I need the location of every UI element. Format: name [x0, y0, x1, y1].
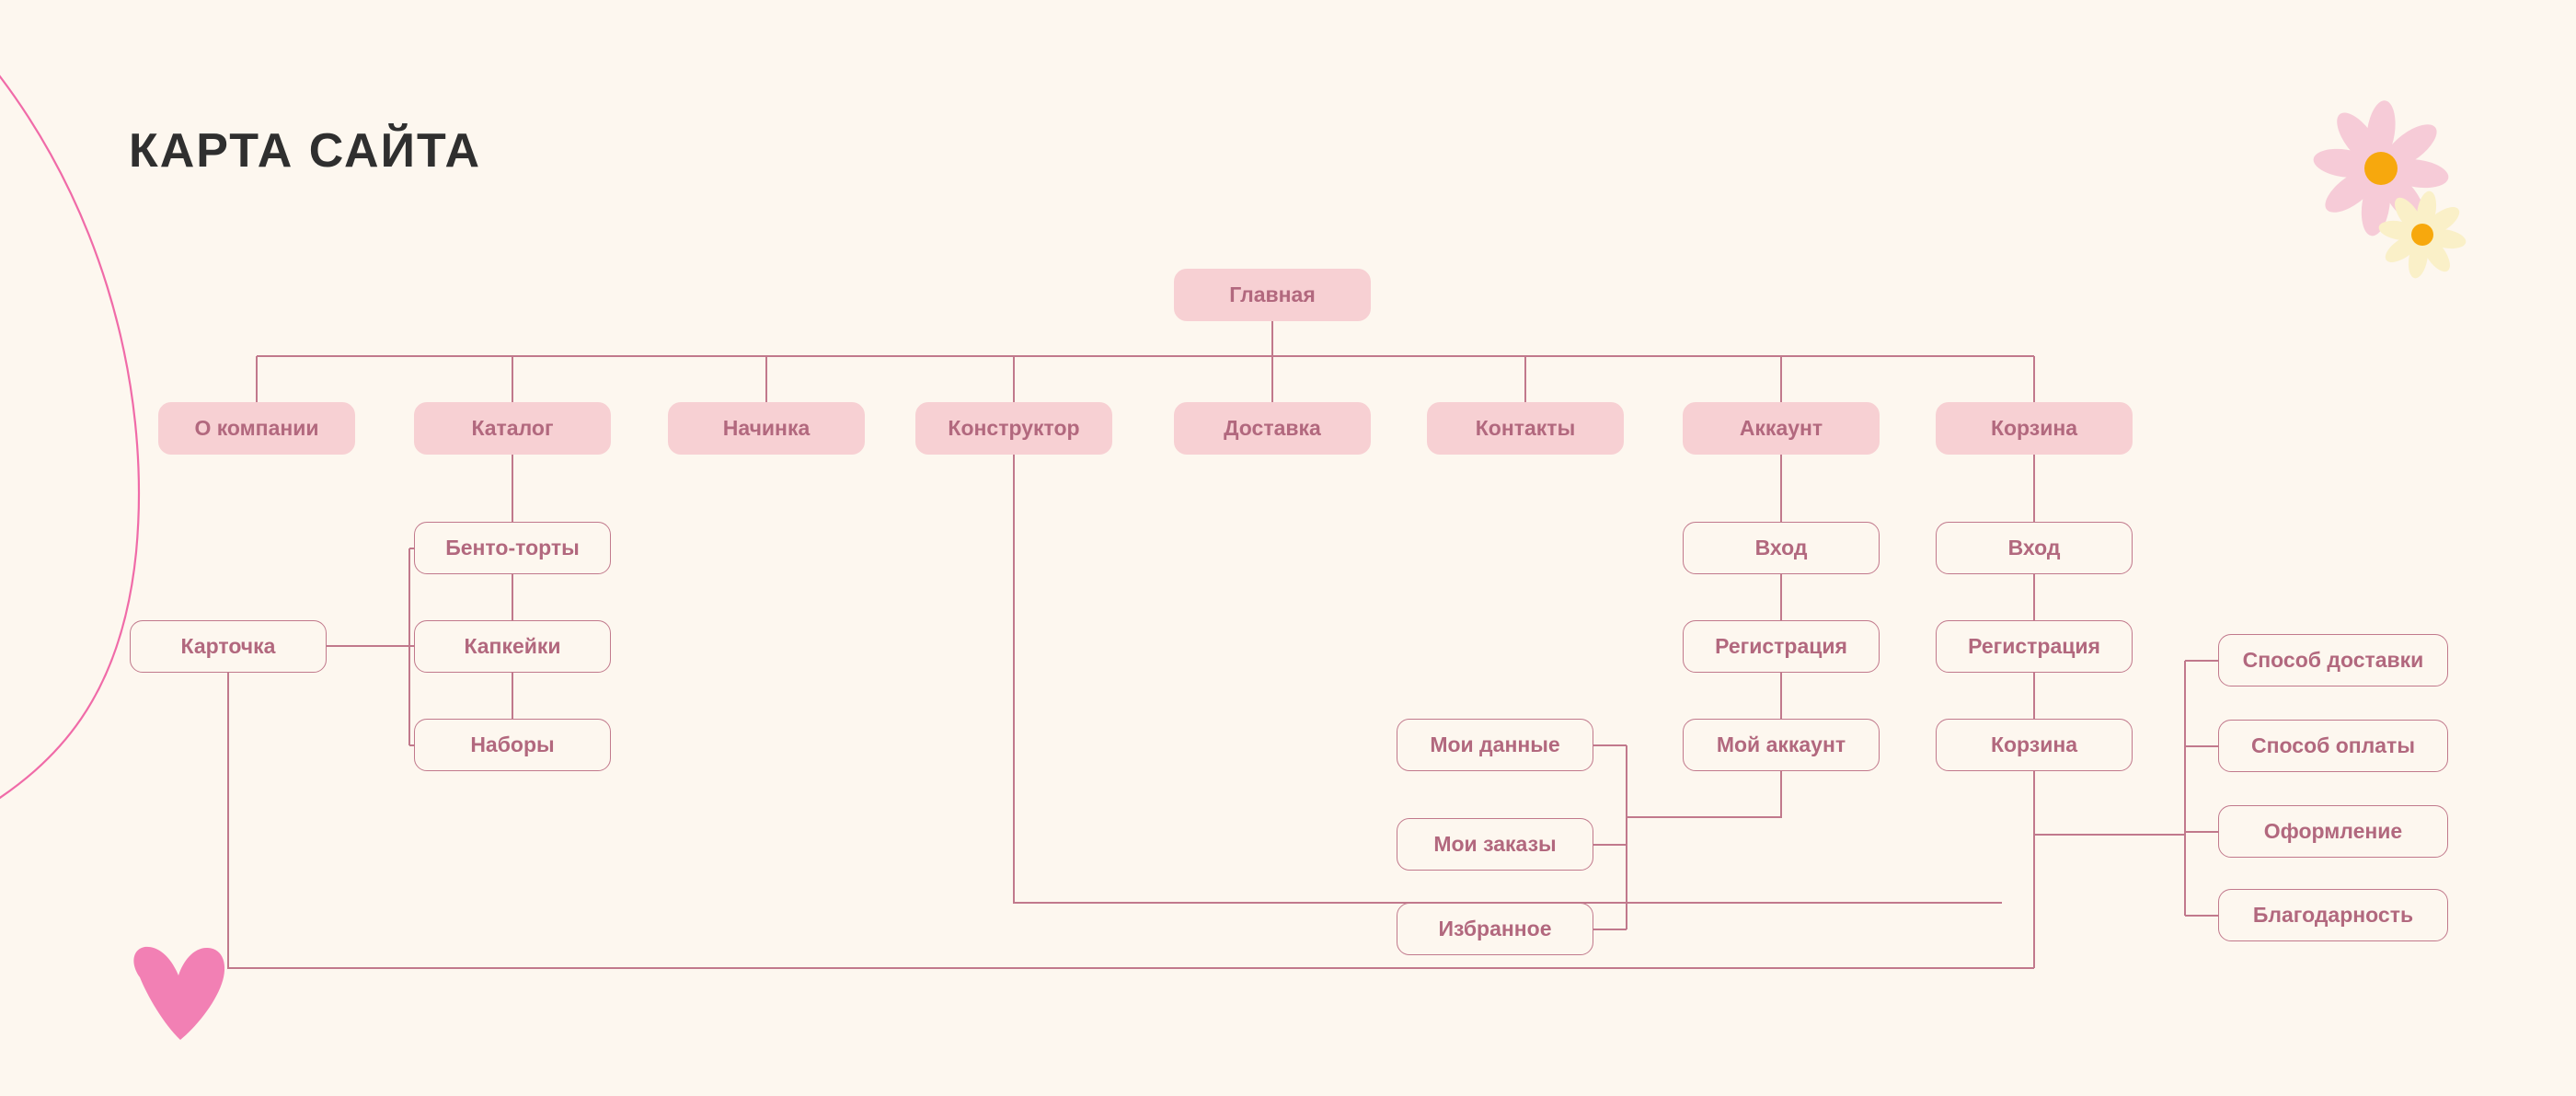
- heart-doodle: [133, 946, 225, 1040]
- node-cupcakes[interactable]: Капкейки: [414, 620, 611, 673]
- node-my-data[interactable]: Мои данные: [1397, 719, 1593, 771]
- node-bento[interactable]: Бенто-торты: [414, 522, 611, 574]
- node-my-orders[interactable]: Мои заказы: [1397, 818, 1593, 871]
- node-delivery-method[interactable]: Способ доставки: [2218, 634, 2448, 686]
- node-constructor[interactable]: Конструктор: [915, 402, 1112, 455]
- node-contacts[interactable]: Контакты: [1427, 402, 1624, 455]
- node-cart-signup[interactable]: Регистрация: [1936, 620, 2133, 673]
- node-account[interactable]: Аккаунт: [1683, 402, 1880, 455]
- daisy-cream: [2378, 190, 2467, 279]
- node-home[interactable]: Главная: [1174, 269, 1371, 321]
- node-product-card[interactable]: Карточка: [130, 620, 327, 673]
- node-account-login[interactable]: Вход: [1683, 522, 1880, 574]
- node-cart-login[interactable]: Вход: [1936, 522, 2133, 574]
- left-swoosh-curve: [0, 75, 141, 800]
- node-about[interactable]: О компании: [158, 402, 355, 455]
- daisy-pink: [2313, 100, 2449, 237]
- page-title: КАРТА САЙТА: [129, 124, 482, 178]
- node-sets[interactable]: Наборы: [414, 719, 611, 771]
- node-delivery[interactable]: Доставка: [1174, 402, 1371, 455]
- node-cart-top[interactable]: Корзина: [1936, 402, 2133, 455]
- edge-myaccount-down: [1627, 771, 1782, 818]
- daisy-cream-center: [2411, 224, 2433, 246]
- node-favorites[interactable]: Избранное: [1397, 903, 1593, 955]
- node-checkout[interactable]: Оформление: [2218, 805, 2448, 858]
- node-my-account[interactable]: Мой аккаунт: [1683, 719, 1880, 771]
- edge-card-bottom-rail: [227, 673, 2034, 969]
- node-thank-you[interactable]: Благодарность: [2218, 889, 2448, 941]
- node-cart-basket[interactable]: Корзина: [1936, 719, 2133, 771]
- node-catalog[interactable]: Каталог: [414, 402, 611, 455]
- daisy-pink-center: [2364, 152, 2398, 185]
- node-account-signup[interactable]: Регистрация: [1683, 620, 1880, 673]
- node-filling[interactable]: Начинка: [668, 402, 865, 455]
- node-payment-method[interactable]: Способ оплаты: [2218, 720, 2448, 772]
